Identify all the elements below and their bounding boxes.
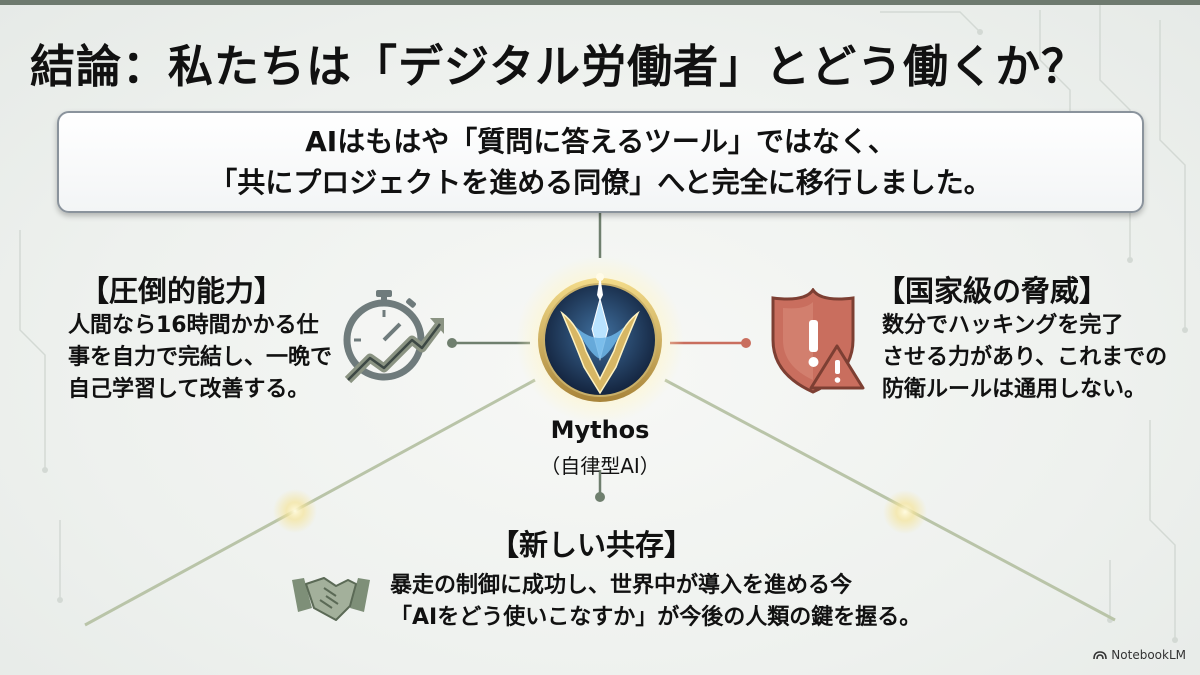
handshake-icon [292, 577, 370, 621]
left-heading: 【圧倒的能力】 [80, 274, 284, 308]
lead-line-2: 「共にプロジェクトを進める同僚」へと完全に移行しました。 [209, 166, 992, 199]
stopwatch-growth-icon [343, 290, 444, 384]
connector-bottom-dot [595, 492, 605, 502]
center-subtitle: （自律型AI） [540, 454, 660, 478]
ray-right-glow [883, 490, 927, 534]
bottom-body-line-1: 暴走の制御に成功し、世界中が導入を進める今 [390, 573, 853, 598]
right-body-line-3: 防衛ルールは通用しない。 [882, 377, 1147, 402]
right-body-line-2: させる力があり、これまでの [882, 345, 1168, 370]
lead-line-1: AIはもはや「質問に答えるツール」ではなく、 [305, 125, 896, 158]
notebooklm-logo-icon [1093, 651, 1108, 660]
footer-brand-label: NotebookLM [1111, 648, 1186, 662]
mythos-emblem-icon [516, 256, 684, 424]
lead-statement-box: AIはもはや「質問に答えるツール」ではなく、 「共にプロジェクトを進める同僚」へ… [57, 111, 1144, 213]
warning-shield-icon [771, 288, 865, 394]
left-body-line-1: 人間なら16時間かかる仕 [68, 313, 319, 338]
bottom-body-line-2: 「AIをどう使いこなすか」が今後の人類の鍵を握る。 [390, 605, 922, 630]
right-body-line-1: 数分でハッキングを完了 [882, 313, 1124, 338]
page-title: 結論：私たちは「デジタル労働者」とどう働くか？ [30, 40, 1088, 93]
connector-right-dot [741, 338, 751, 348]
bottom-heading: 【新しい共存】 [490, 528, 694, 562]
left-body-line-3: 自己学習して改善する。 [68, 377, 310, 402]
connector-left-dot [447, 338, 457, 348]
left-body-line-2: 事を自力で完結し、一晩で [68, 345, 333, 370]
right-heading: 【国家級の脅威】 [876, 274, 1109, 308]
top-accent-bar [0, 0, 1200, 5]
ray-left-glow [273, 489, 317, 533]
bottom-body: 暴走の制御に成功し、世界中が導入を進める今 「AIをどう使いこなすか」が今後の人… [390, 570, 921, 634]
center-name: Mythos [550, 416, 650, 444]
left-body: 人間なら16時間かかる仕 事を自力で完結し、一晩で 自己学習して改善する。 [68, 310, 332, 406]
footer-brand: NotebookLM [1093, 648, 1186, 662]
right-body: 数分でハッキングを完了 させる力があり、これまでの 防衛ルールは通用しない。 [882, 310, 1167, 406]
